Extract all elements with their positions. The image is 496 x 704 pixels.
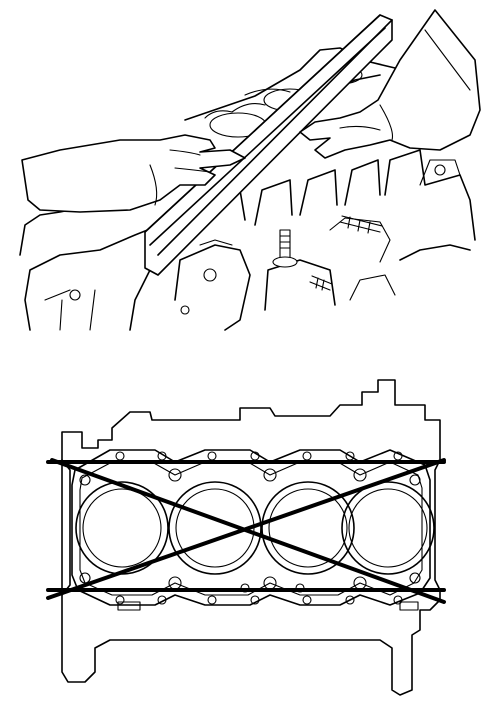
measurement-line-diagonal-down: [50, 458, 446, 604]
bottom-panel: [46, 379, 446, 696]
hand-icon: [299, 9, 481, 159]
bolt-icon: [309, 275, 333, 291]
bolt-icon: [339, 215, 383, 234]
straightedge-icon: [144, 14, 393, 276]
top-panel: [19, 9, 481, 331]
cylinder-bores: [75, 481, 435, 575]
cylinder-bore-3: [261, 481, 355, 575]
cylinder-bore-2: [168, 481, 262, 575]
measurement-lines: [46, 458, 446, 604]
hand-icon: [21, 134, 246, 213]
block-deck-outline: [61, 379, 441, 696]
bolt-icon: [272, 229, 298, 268]
cylinder-bore-4: [341, 481, 435, 575]
